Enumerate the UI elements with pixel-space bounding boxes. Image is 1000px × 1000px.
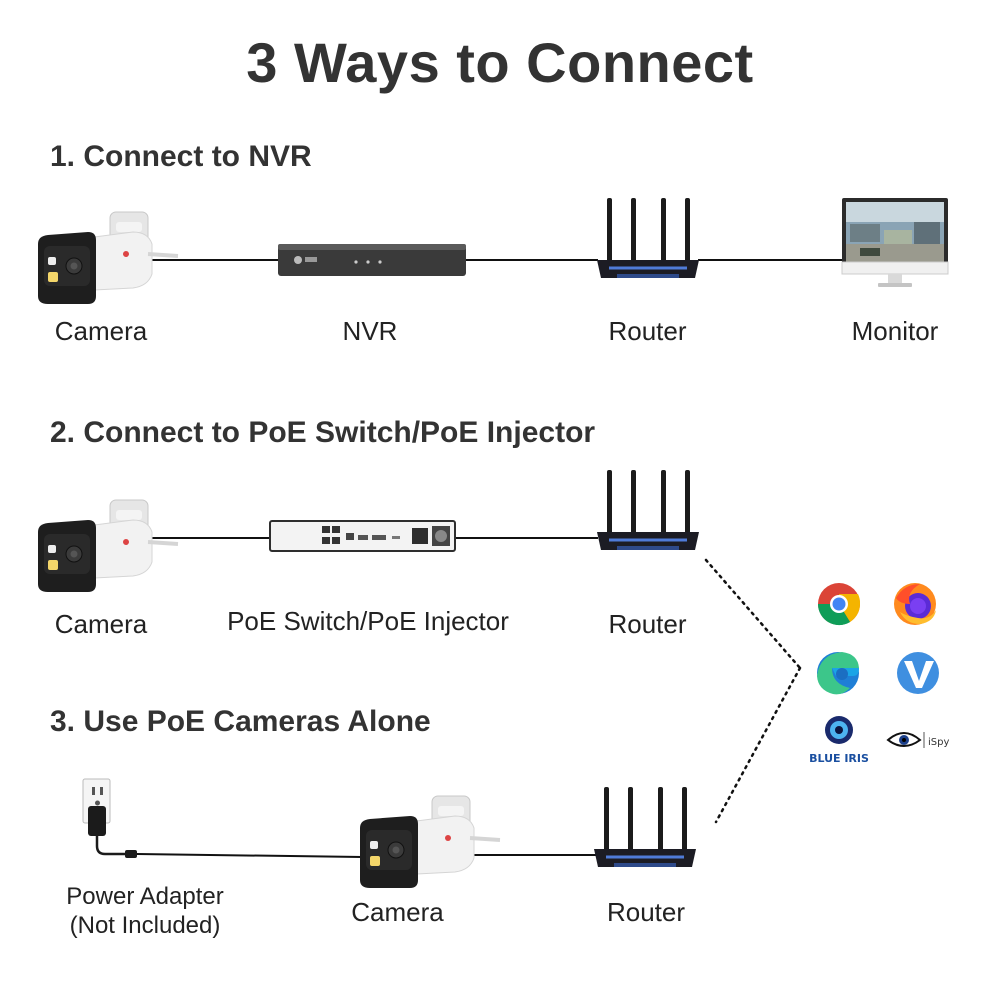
blue-iris-text: BLUE IRIS [809, 752, 869, 765]
camera-icon [36, 210, 180, 306]
poe-switch-icon [269, 520, 456, 552]
section-1-heading: 1. Connect to NVR [50, 140, 312, 173]
blue-iris-icon: BLUE IRIS [809, 716, 869, 765]
nvr-label: NVR [342, 316, 398, 346]
camera-label: Camera [351, 897, 444, 927]
camera-icon [36, 498, 180, 594]
vlc-v-icon [897, 652, 939, 694]
not-included-label: (Not Included) [69, 912, 221, 939]
monitor-icon [841, 198, 949, 287]
monitor-label: Monitor [851, 316, 939, 346]
section-2-heading: 2. Connect to PoE Switch/PoE Injector [50, 416, 596, 449]
ispy-text: iSpy [928, 737, 949, 748]
ispy-icon: iSpy [886, 732, 949, 748]
router-label: Router [608, 609, 687, 639]
page-title: 3 Ways to Connect [246, 31, 754, 94]
router-icon [595, 468, 701, 552]
power-adapter-label: Power Adapter [66, 883, 224, 910]
firefox-icon [894, 583, 936, 625]
poe-switch-label: PoE Switch/PoE Injector [227, 606, 509, 636]
camera-label: Camera [54, 609, 148, 639]
router-icon [592, 785, 698, 869]
chrome-icon [817, 583, 861, 626]
camera-icon [358, 794, 502, 890]
section-3-heading: 3. Use PoE Cameras Alone [50, 705, 431, 738]
router-label: Router [608, 316, 687, 346]
nvr-icon [278, 244, 466, 276]
edge-icon [817, 652, 859, 695]
camera-label: Camera [54, 316, 148, 346]
router-icon [595, 196, 701, 280]
power-adapter-icon [82, 778, 137, 858]
router-label: Router [606, 897, 686, 927]
